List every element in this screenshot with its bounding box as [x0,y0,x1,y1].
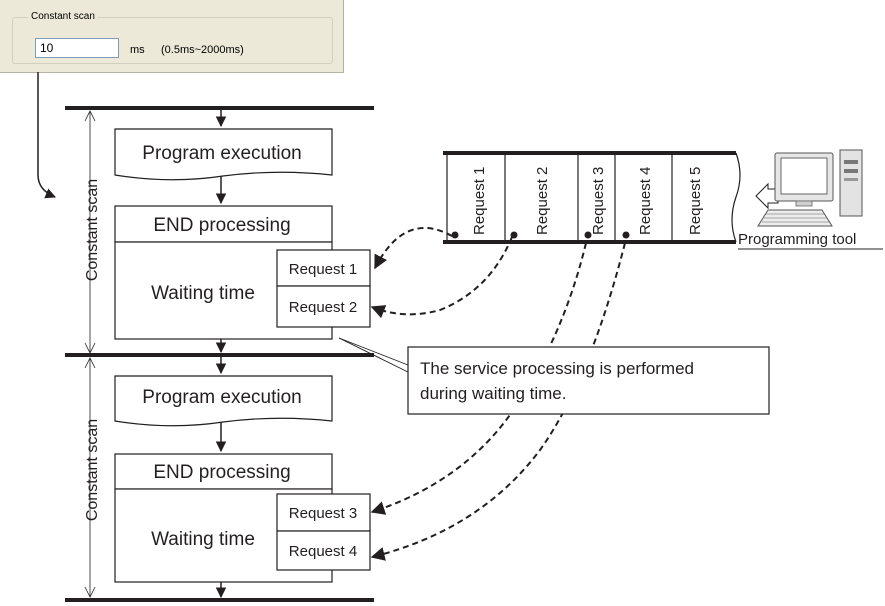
scan-measure-arrow-1b [84,342,96,354]
request-arrow-2 [370,236,513,319]
callout-box [407,346,770,415]
request-dot-2 [510,231,518,239]
constant-scan-dialog: Constant scan ms (0.5ms~2000ms) [0,0,344,73]
scan-label-1: Constant scan [84,179,101,281]
end-processing-block-2 [114,453,333,490]
group-title: Constant scan [28,11,98,22]
queue-request-1: Request 1 [471,167,488,235]
scan-time-input[interactable] [35,38,119,58]
program-execution-block-1 [114,128,333,181]
request-box-2 [276,285,371,328]
scan-measure-arrow-2b [84,586,96,598]
request-box-4 [276,530,371,571]
scan-measure-arrow-1a [84,110,96,122]
request-box-3 [276,493,371,532]
queue-request-4: Request 4 [637,167,654,235]
programming-tool-label: Programming tool [738,231,856,248]
request-dot-1 [451,231,459,239]
queue-request-2: Request 2 [534,167,551,235]
request-box-label-1: Request 1 [289,261,357,278]
queue-request-5: Request 5 [687,167,704,235]
program-execution-label-2: Program execution [142,387,301,408]
end-processing-block-1 [114,205,333,243]
queue-request-3: Request 3 [590,167,607,235]
end-processing-label-2: END processing [153,462,290,483]
request-arrow-4 [370,242,626,561]
program-execution-block-2 [114,375,333,427]
program-execution-label-1: Program execution [142,143,301,164]
request-dot-4 [622,231,630,239]
dialog-arrow [37,72,56,199]
request-box-1 [276,249,371,287]
callout-leader-1 [338,337,409,366]
request-box-label-3: Request 3 [289,505,357,522]
end-processing-label-1: END processing [153,215,290,236]
request-box-label-4: Request 4 [289,543,357,560]
callout-line-2: during waiting time. [420,384,566,403]
waiting-time-label-2: Waiting time [151,529,255,550]
computer-icon [757,149,863,227]
unit-label: ms [130,44,145,56]
range-label: (0.5ms~2000ms) [161,44,244,56]
callout-line-1: The service processing is performed [420,359,694,378]
scan-measure-arrow-2a [84,357,96,369]
scan-label-2: Constant scan [84,419,101,521]
request-box-label-2: Request 2 [289,299,357,316]
request-arrow-1 [374,227,453,270]
callout-leader-2 [338,337,409,373]
queue-wavy-end [731,152,741,243]
waiting-time-label-1: Waiting time [151,283,255,304]
constant-scan-group [12,17,333,64]
request-dot-3 [584,231,592,239]
